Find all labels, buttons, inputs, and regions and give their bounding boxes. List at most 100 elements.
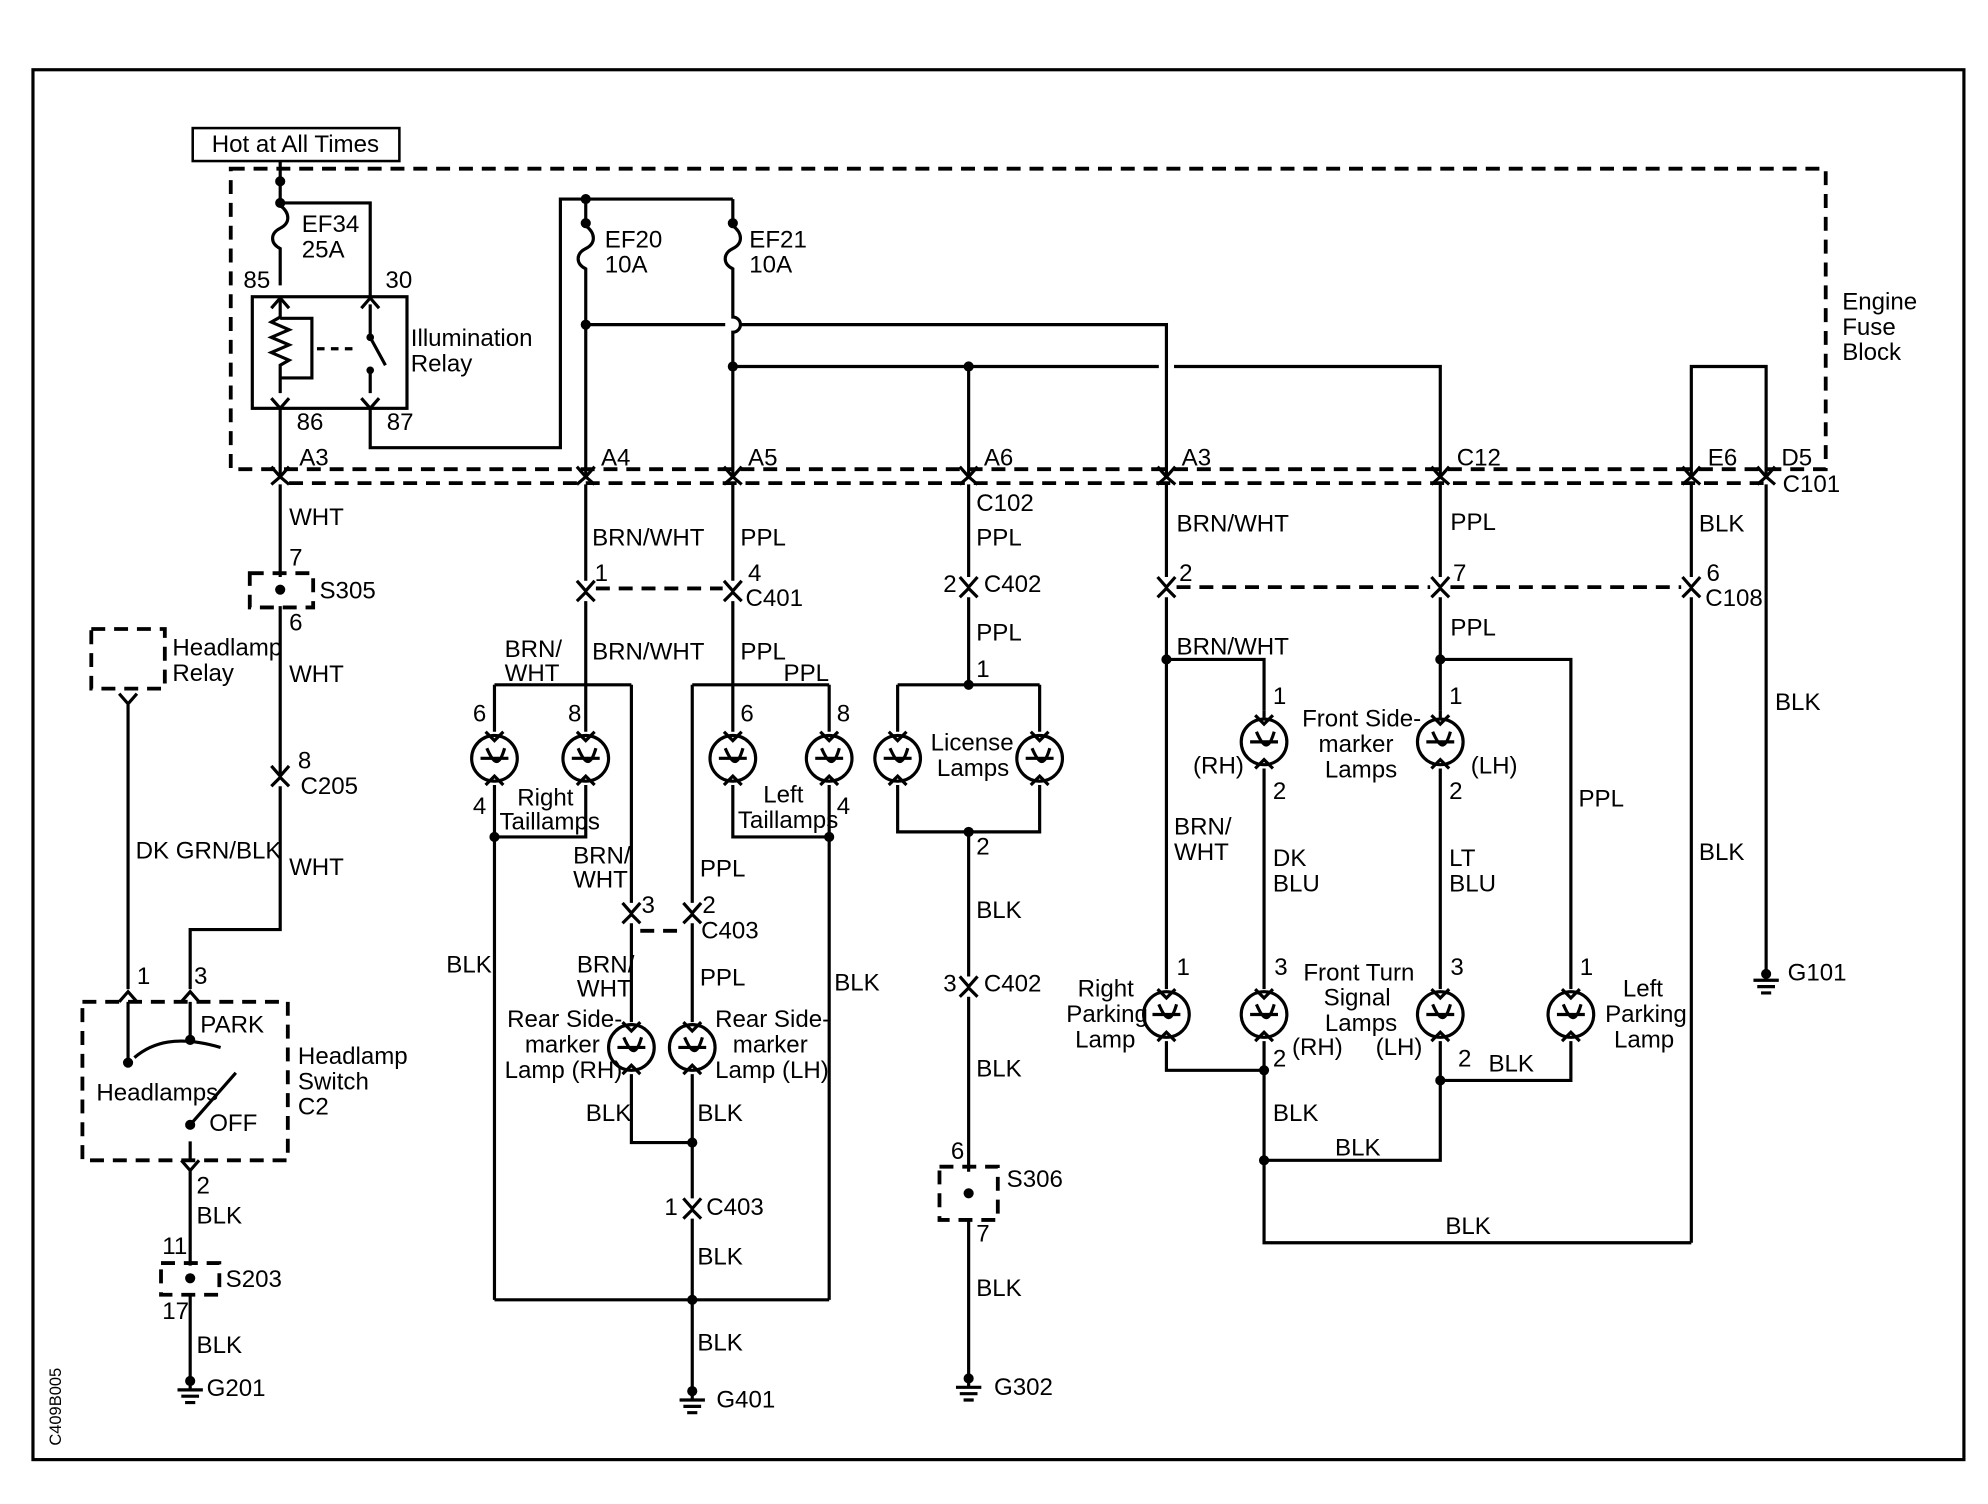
headlamp-switch-label-2: Switch <box>298 1068 369 1095</box>
wire-blk-9: BLK <box>976 897 1022 924</box>
license-lamps-label-1: License <box>931 730 1014 757</box>
connector-c403-a: C403 <box>701 917 759 944</box>
front-sm-label-1: Front Side- <box>1302 706 1421 733</box>
wire-dkblu-b: BLU <box>1273 870 1320 897</box>
license-lamp-right-icon <box>1015 730 1065 787</box>
c401-pin-1: 1 <box>595 560 608 587</box>
c402-pin-3: 3 <box>943 971 956 998</box>
c108-pin-7: 7 <box>1453 560 1466 587</box>
ground-g201-label: G201 <box>207 1375 266 1402</box>
fuse-ef20-name: EF20 <box>605 226 663 253</box>
front-turn-lh-icon <box>1415 988 1465 1043</box>
wire-dkblu-a: DK <box>1273 845 1306 872</box>
wire-blk-17: BLK <box>1335 1134 1381 1161</box>
s305-pin-7: 7 <box>289 545 302 572</box>
connector-c101: C101 <box>1783 471 1841 498</box>
wire-brnwht-4a: BRN/ <box>573 843 631 870</box>
c108-pin-6: 6 <box>1707 560 1720 587</box>
fuse-ef21-icon <box>723 224 742 476</box>
wire-ppl-4: PPL <box>700 855 746 882</box>
rt-pin-8: 8 <box>568 701 581 728</box>
rear-sm-lh-label-3: Lamp (LH) <box>715 1057 829 1084</box>
lp-pin-1: 1 <box>1580 954 1593 981</box>
wire-ltblu-b: BLU <box>1449 870 1496 897</box>
front-turn-label-1: Front Turn <box>1303 959 1414 986</box>
wire-blk-8: BLK <box>697 1330 743 1357</box>
c403-pin-1: 1 <box>664 1194 677 1221</box>
wire-brnwht-8b: WHT <box>1174 839 1229 866</box>
wire-dkgrn-blk: DK GRN/BLK <box>136 838 282 865</box>
rear-sm-rh-label-3: Lamp (RH) <box>505 1057 623 1084</box>
s306-pin-7: 7 <box>976 1220 989 1247</box>
left-taillamps-label-1: Left <box>763 782 803 809</box>
fuse-ef20-icon <box>576 224 595 476</box>
right-taillamps-label-2: Taillamps <box>500 808 600 835</box>
c402-pin-2: 2 <box>943 571 956 598</box>
c108-pin-2: 2 <box>1179 560 1192 587</box>
wire-wht-3: WHT <box>289 854 344 881</box>
wire-ppl-2: PPL <box>740 638 786 665</box>
front-turn-label-3: Lamps <box>1325 1010 1397 1037</box>
wire-brnwht-2: BRN/WHT <box>592 638 705 665</box>
rp-pin-1: 1 <box>1177 954 1190 981</box>
wire-ppl-3: PPL <box>784 660 830 687</box>
headlamp-switch-label-1: Headlamp <box>298 1043 408 1070</box>
wire-ppl-1: PPL <box>740 524 786 551</box>
s306-pin-6: 6 <box>951 1138 964 1165</box>
wire-brnwht-3b: WHT <box>505 660 560 687</box>
right-parking-label-1: Right <box>1078 976 1135 1003</box>
relay-contact-icon <box>368 304 387 394</box>
left-taillamp-2-icon <box>804 730 854 787</box>
wire-blk-7: BLK <box>697 1243 743 1270</box>
switch-pin-1: 1 <box>137 963 150 990</box>
rear-lamps-circuit: BRN/WHT PPL 1 4 C401 BRN/WHT BRN/ WHT PP… <box>446 484 880 1415</box>
front-turn-lh-label: (LH) <box>1376 1034 1423 1061</box>
connector-c401: C401 <box>746 585 804 612</box>
ground-g302-label: G302 <box>994 1374 1053 1401</box>
rear-sidemarker-rh-icon <box>606 1020 656 1076</box>
wire-brnwht-5a: BRN/ <box>577 952 635 979</box>
rt-pin-4: 4 <box>473 793 486 820</box>
wire-blk-12: BLK <box>1699 510 1745 537</box>
relay-pin-85: 85 <box>243 267 270 294</box>
wire-blk-4: BLK <box>834 969 880 996</box>
wire-ppl-7: PPL <box>976 619 1022 646</box>
engine-fuse-block-outline <box>228 166 1828 472</box>
c403-pin-3: 3 <box>642 892 655 919</box>
relay-coil-icon <box>267 299 294 394</box>
headlamp-relay-box <box>89 627 167 691</box>
fuse-ef34-rating: 25A <box>302 236 346 263</box>
right-taillamps-label-1: Right <box>517 784 574 811</box>
illumination-relay-box <box>250 295 409 410</box>
pin-a4: A4 <box>601 444 630 471</box>
license-pin-1: 1 <box>976 656 989 683</box>
wire-blk-13: BLK <box>1775 689 1821 716</box>
pin-a3-right: A3 <box>1182 444 1211 471</box>
wire-brnwht-7: BRN/WHT <box>1177 633 1290 660</box>
fuse-block-label-3: Block <box>1842 339 1902 366</box>
splice-s305-label: S305 <box>320 578 376 605</box>
rear-sidemarker-lh-icon <box>667 1020 717 1076</box>
left-taillamp-1-icon <box>708 730 758 787</box>
fuse-block-pins: A3 A4 A5 A6 A3 C12 E6 D5 C101 <box>270 444 1841 498</box>
wire-blk-2: BLK <box>197 1332 243 1359</box>
pin-d5: D5 <box>1781 444 1812 471</box>
wire-blk-14: BLK <box>1699 839 1745 866</box>
diagram-frame <box>31 68 1966 1462</box>
pin-e6: E6 <box>1708 444 1737 471</box>
front-lamps-circuit: BRN/WHT PPL BLK 2 7 6 C108 PPL BLK BRN/W… <box>1066 484 1847 1245</box>
fuse-ef21-name: EF21 <box>749 226 807 253</box>
license-lamps-circuit: C102 PPL 2 C402 PPL 1 License Lamps 2 BL… <box>873 484 1065 1402</box>
wire-blk-6: BLK <box>697 1100 743 1127</box>
wire-blk-3: BLK <box>446 952 492 979</box>
c401-pin-4: 4 <box>748 560 761 587</box>
c205-pin-8: 8 <box>298 747 311 774</box>
right-parking-label-2: Parking <box>1066 1001 1148 1028</box>
wire-brnwht-6: BRN/WHT <box>1177 510 1290 537</box>
headlamp-switch-label-3: C2 <box>298 1094 329 1121</box>
splice-s203-label: S203 <box>226 1266 282 1293</box>
headlamp-switch-box <box>80 999 290 1163</box>
s203-pin-11: 11 <box>162 1233 187 1260</box>
front-sm-label-3: Lamps <box>1325 756 1397 783</box>
lt-pin-4: 4 <box>837 793 850 820</box>
